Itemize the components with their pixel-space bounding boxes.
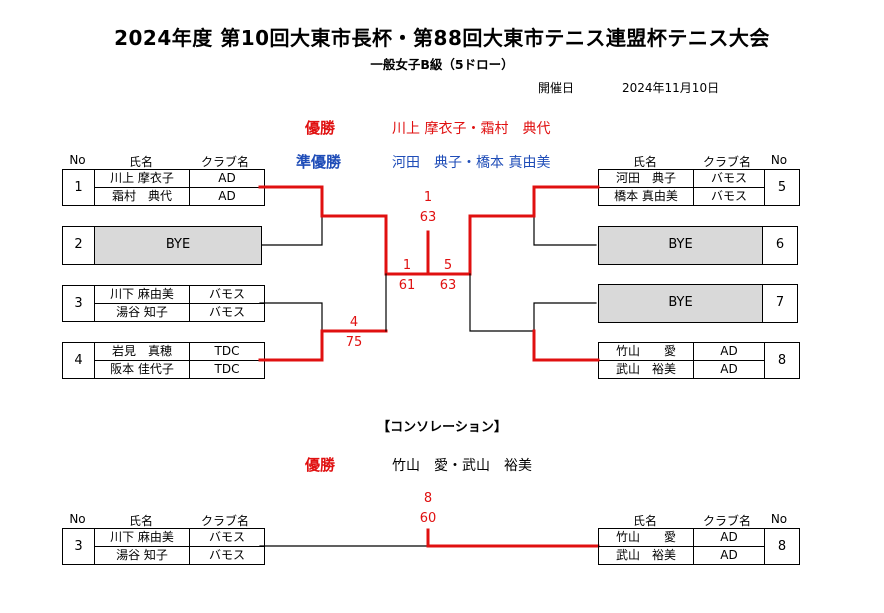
player-club: バモス [189,546,265,565]
entry-no: 6 [762,226,798,265]
cons-left-header-name: 氏名 [128,514,153,528]
consolation-winner-label: 優勝 [305,456,336,474]
entry-1-table: 1 川上 摩衣子 AD 霜村 典代 AD [62,169,265,206]
bracket-line-lose [261,215,323,246]
champion-score: 63 [419,210,437,225]
sf-left-winner-no: 4 [349,315,359,330]
entry-3-table: 3 川下 麻由美 バモス 湯谷 知子 バモス [62,285,265,322]
bracket-line-lose [469,273,597,332]
winner-label: 優勝 [305,119,336,137]
player-name: 川下 麻由美 [94,528,190,547]
player-club: AD [693,528,765,547]
bracket-line-lose [533,215,597,246]
bye-slot: BYE [598,284,763,323]
page-title: 2024年度 第10回大東市長杯・第88回大東市テニス連盟杯テニス大会 [114,26,770,50]
date-value: 2024年11月10日 [622,81,720,95]
bye-slot: BYE [94,226,262,265]
bracket-line-win [258,185,324,218]
entry-5-table: 河田 典子 バモス 5 橋本 真由美 バモス [598,169,800,206]
bracket-line-win [428,214,536,276]
champion-winner-no: 1 [423,190,433,205]
consolation-heading: 【コンソレーション】 [377,420,507,435]
left-header-club: クラブ名 [200,155,249,169]
winner-names: 川上 摩衣子・霜村 典代 [392,121,551,137]
sf-left-score: 75 [345,335,363,350]
entry-no: 7 [762,284,798,323]
player-club: バモス [693,169,765,188]
player-club: バモス [189,528,265,547]
cons-right-header-club: クラブ名 [702,514,751,528]
player-club: AD [693,546,765,565]
bracket-line-win [320,214,430,276]
cons-right-header-no: No [770,512,788,526]
bracket-line-win [532,185,600,218]
entry-no: 1 [62,169,95,206]
player-club: TDC [189,360,265,379]
consolation-right-table: 竹山 愛 AD 8 武山 裕美 AD [598,528,800,565]
consolation-score: 60 [419,511,437,526]
bracket-line-lose [259,302,323,332]
runner-up-label: 準優勝 [296,153,342,171]
player-club: バモス [189,285,265,304]
entry-no: 8 [764,342,800,379]
player-club: バモス [693,187,765,206]
player-name: 武山 裕美 [598,546,694,565]
right-header-club: クラブ名 [702,155,751,169]
left-header-no: No [69,153,86,167]
runner-up-names: 河田 典子・橋本 真由美 [392,155,551,171]
player-club: TDC [189,342,265,361]
final-right-score: 63 [439,278,457,293]
consolation-left-table: 3 川下 麻由美 バモス 湯谷 知子 バモス [62,528,265,565]
bracket-line-win [532,329,600,362]
right-header-name: 氏名 [632,155,657,169]
cons-right-header-name: 氏名 [632,514,657,528]
player-club: AD [189,187,265,206]
page-subtitle: 一般女子B級（5ドロー） [370,57,514,72]
entry-4-table: 4 岩見 真穂 TDC 阪本 佳代子 TDC [62,342,265,379]
player-name: 橋本 真由美 [598,187,694,206]
final-left-winner-no: 1 [402,258,412,273]
player-name: 阪本 佳代子 [94,360,190,379]
player-name: 霜村 典代 [94,187,190,206]
bracket-line-win [258,329,388,362]
bracket-line-win [426,528,600,548]
final-right-winner-no: 5 [443,258,453,273]
consolation-winner-names: 竹山 愛・武山 裕美 [392,458,532,474]
date-label: 開催日 [538,81,575,95]
entry-8-table: 竹山 愛 AD 8 武山 裕美 AD [598,342,800,379]
consolation-winner-no: 8 [423,491,433,506]
entry-no: 8 [764,528,800,565]
entry-no: 5 [764,169,800,206]
final-left-score: 61 [398,278,416,293]
right-header-no: No [770,153,788,167]
player-club: バモス [189,303,265,322]
cons-left-header-no: No [69,512,86,526]
cons-left-header-club: クラブ名 [200,514,249,528]
player-name: 武山 裕美 [598,360,694,379]
entry-no: 4 [62,342,95,379]
entry-no: 3 [62,528,95,565]
left-header-name: 氏名 [128,155,153,169]
player-name: 竹山 愛 [598,528,694,547]
player-club: AD [693,360,765,379]
player-name: 湯谷 知子 [94,546,190,565]
